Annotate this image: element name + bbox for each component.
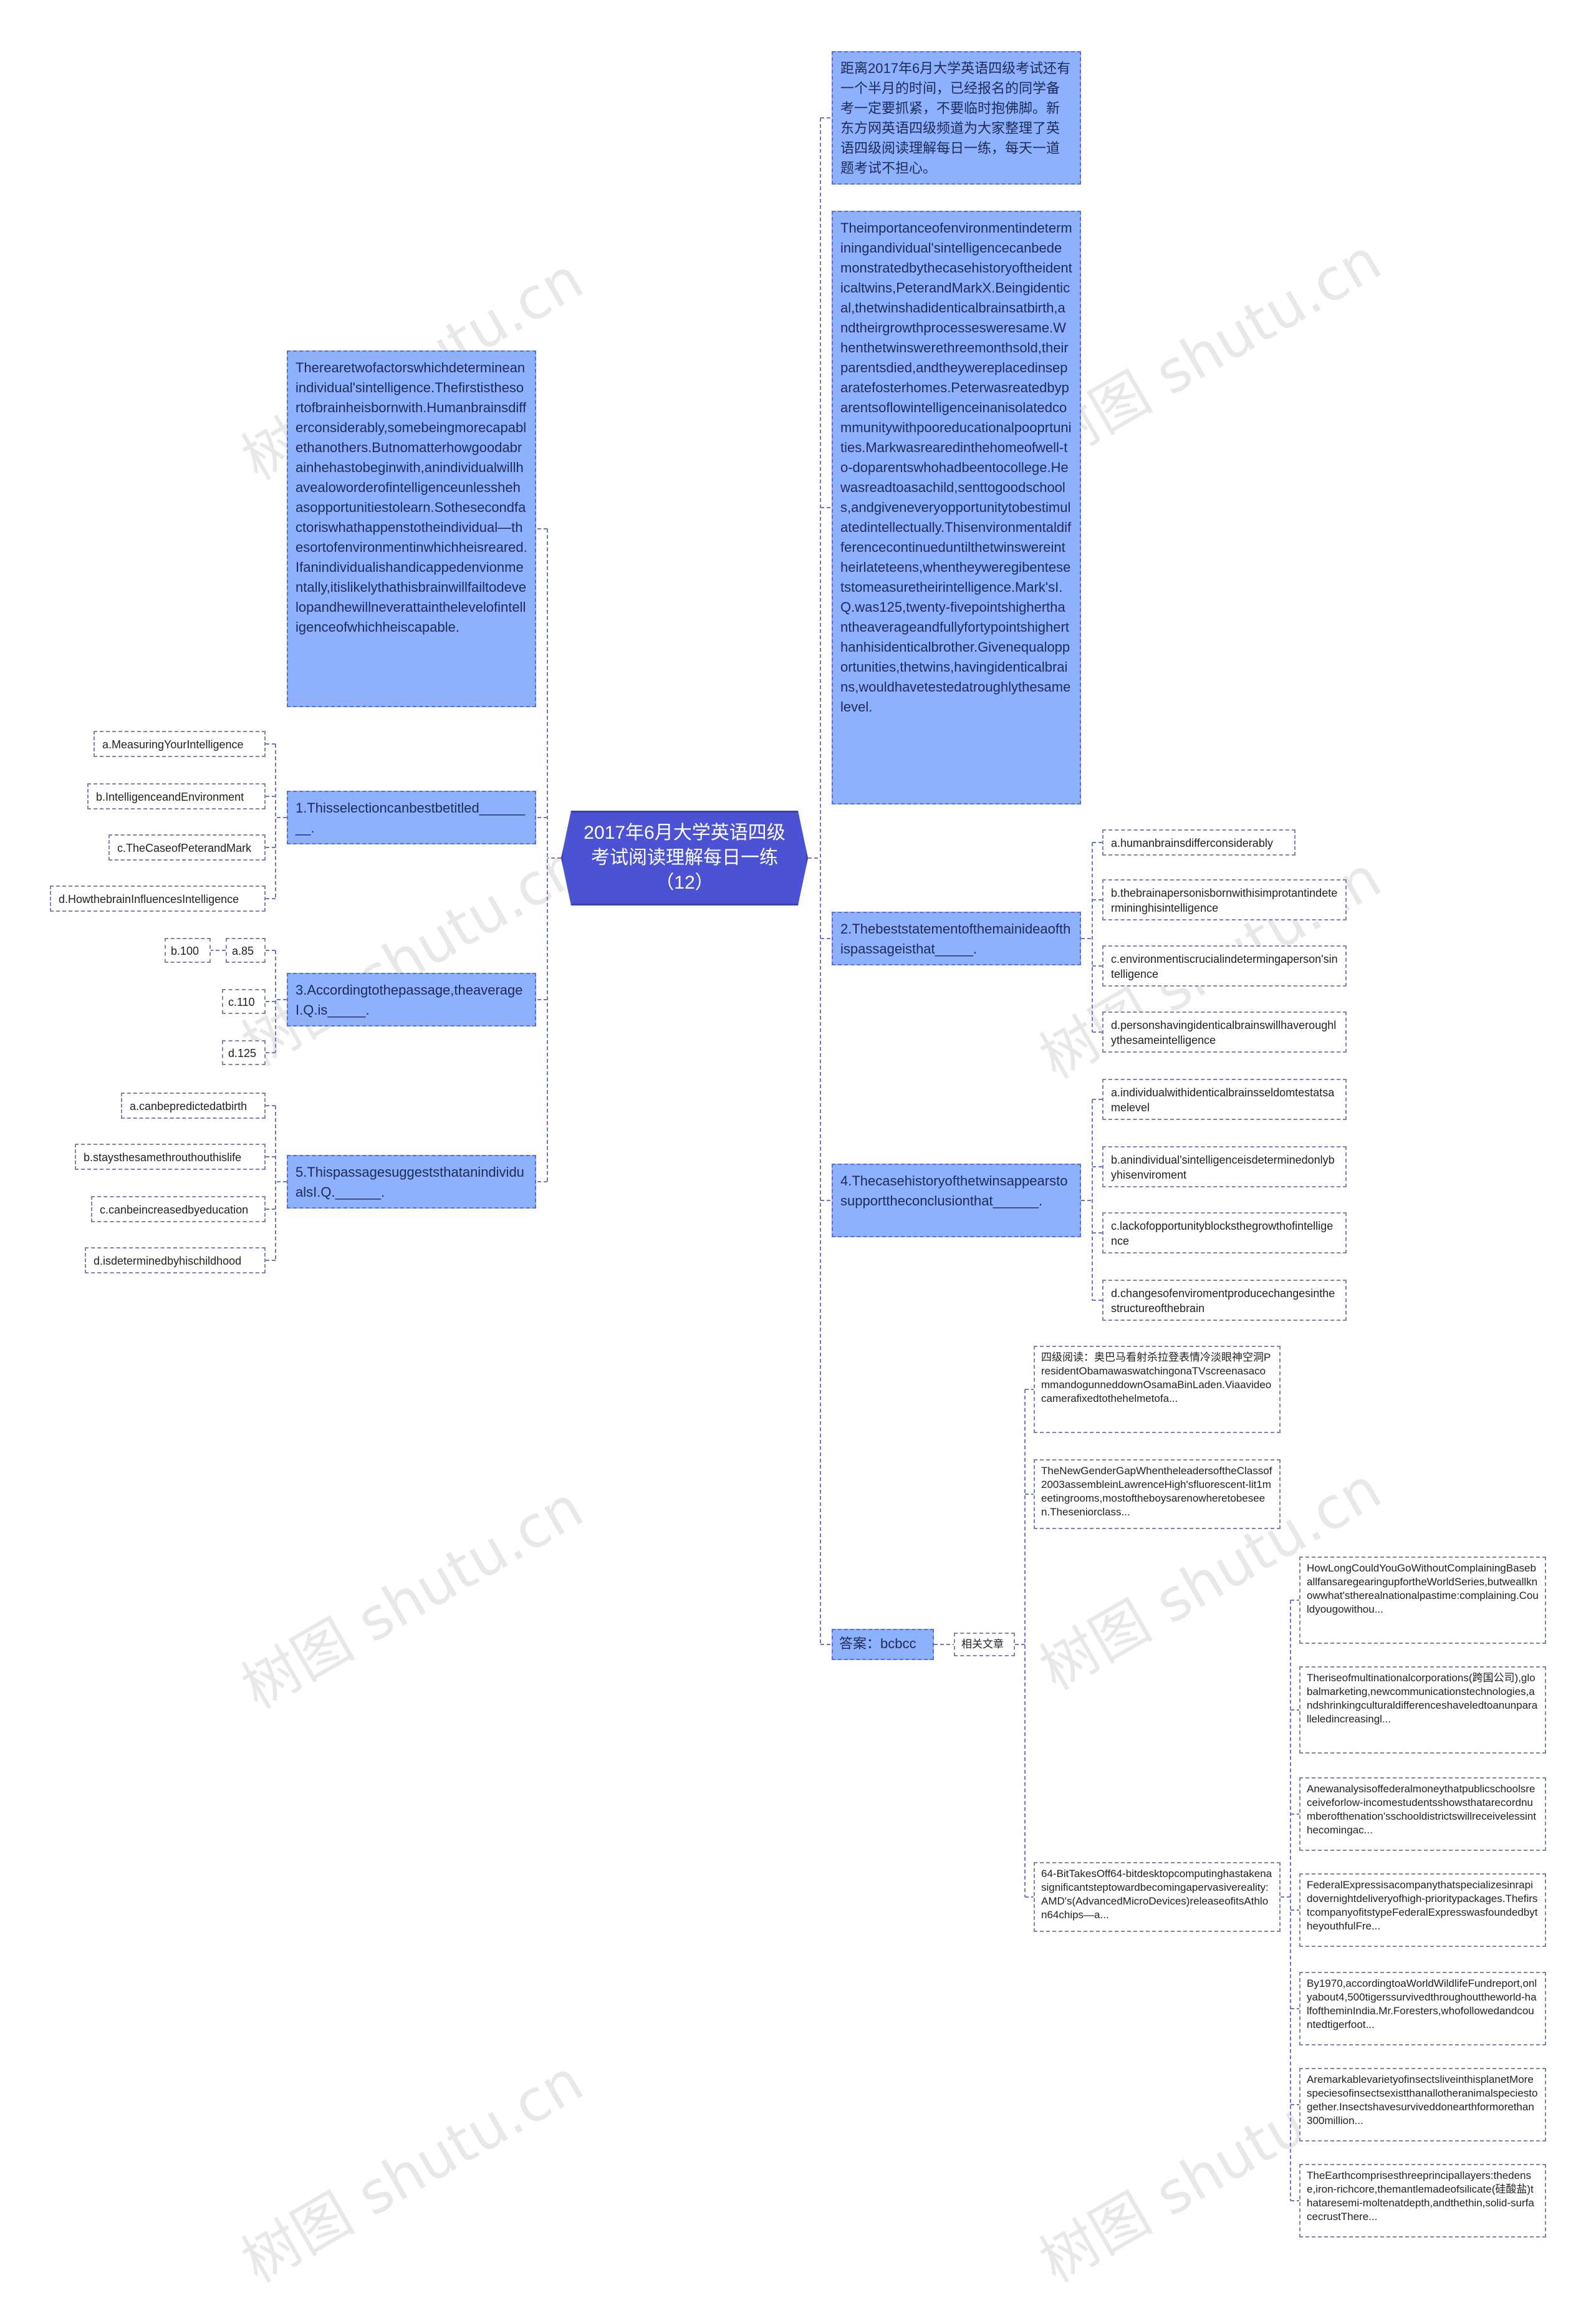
question-3-option[interactable]: a.85: [226, 938, 266, 963]
question-1-option[interactable]: c.TheCaseofPeterandMark: [108, 834, 266, 861]
related-article[interactable]: FederalExpressisacompanythatspecializesi…: [1299, 1873, 1546, 1947]
question-3-topic[interactable]: 3.Accordingtothepassage,theaverageI.Q.is…: [287, 973, 536, 1026]
passage-topic[interactable]: Therearetwofactorswhichdetermineanindivi…: [287, 350, 536, 707]
root-title: 2017年6月大学英语四级考试阅读理解每日一练（12）: [584, 823, 786, 893]
question-4-option[interactable]: a.individualwithidenticalbrainsseldomtes…: [1102, 1079, 1347, 1120]
question-2-topic[interactable]: 2.Thebeststatementofthemainideaofthispas…: [832, 912, 1081, 965]
question-3-option[interactable]: b.100: [165, 938, 211, 963]
related-article[interactable]: TheEarthcomprisesthreeprincipallayers:th…: [1299, 2164, 1546, 2238]
question-3-option[interactable]: c.110: [222, 989, 266, 1014]
question-1-option[interactable]: b.IntelligenceandEnvironment: [87, 783, 266, 809]
related-article[interactable]: HowLongCouldYouGoWithoutComplainingBaseb…: [1299, 1557, 1546, 1644]
question-5-option[interactable]: a.canbepredictedatbirth: [121, 1093, 266, 1119]
related-articles-label[interactable]: 相关文章: [954, 1633, 1015, 1656]
question-5-option[interactable]: c.canbeincreasedbyeducation: [91, 1196, 266, 1222]
related-article[interactable]: Aremarkablevarietyofinsectsliveinthispla…: [1299, 2068, 1546, 2141]
question-5-option[interactable]: d.isdeterminedbyhischildhood: [85, 1247, 266, 1273]
question-5-option[interactable]: b.staysthesamethrouthouthislife: [75, 1144, 266, 1170]
question-1-option[interactable]: a.MeasuringYourIntelligence: [94, 731, 266, 757]
related-article[interactable]: By1970,accordingtoaWorldWildlifeFundrepo…: [1299, 1972, 1546, 2045]
question-4-topic[interactable]: 4.Thecasehistoryofthetwinsappearstosuppo…: [832, 1164, 1081, 1237]
related-article[interactable]: 64-BitTakesOff64-bitdesktopcomputinghast…: [1034, 1862, 1281, 1932]
question-2-option[interactable]: c.environmentiscrucialindetermingaperson…: [1102, 945, 1347, 987]
question-4-option[interactable]: c.lackofopportunityblocksthegrowthofinte…: [1102, 1212, 1347, 1253]
question-1-topic[interactable]: 1.Thisselectioncanbestbetitled________.: [287, 791, 536, 844]
root-topic[interactable]: 2017年6月大学英语四级考试阅读理解每日一练（12）: [561, 811, 808, 905]
question-2-option[interactable]: a.humanbrainsdifferconsiderably: [1102, 829, 1296, 856]
question-4-option[interactable]: b.anindividual'sintelligenceisdetermined…: [1102, 1146, 1347, 1187]
related-article[interactable]: TheNewGenderGapWhentheleadersoftheClasso…: [1034, 1459, 1281, 1529]
question-2-option[interactable]: b.thebrainapersonisbornwithisimprotantin…: [1102, 879, 1347, 920]
passage-topic[interactable]: Theimportanceofenvironmentindetermininga…: [832, 211, 1081, 804]
question-5-topic[interactable]: 5.ThispassagesuggeststhatanindividualsI.…: [287, 1155, 536, 1209]
question-2-option[interactable]: d.personshavingidenticalbrainswillhavero…: [1102, 1011, 1347, 1053]
related-article[interactable]: Theriseofmultinationalcorporations(跨国公司)…: [1299, 1666, 1546, 1754]
related-article[interactable]: 四级阅读：奥巴马看射杀拉登表情冷淡眼神空洞PresidentObamawaswa…: [1034, 1346, 1281, 1433]
related-article[interactable]: Anewanalysisoffederalmoneythatpublicscho…: [1299, 1777, 1546, 1851]
intro-topic[interactable]: 距离2017年6月大学英语四级考试还有一个半月的时间，已经报名的同学备考一定要抓…: [832, 51, 1081, 185]
question-4-option[interactable]: d.changesofenviromentproducechangesinthe…: [1102, 1280, 1347, 1321]
question-1-option[interactable]: d.HowthebrainInfluencesIntelligence: [50, 886, 266, 912]
answer-topic[interactable]: 答案：bcbcc: [832, 1629, 934, 1660]
question-3-option[interactable]: d.125: [222, 1040, 266, 1065]
